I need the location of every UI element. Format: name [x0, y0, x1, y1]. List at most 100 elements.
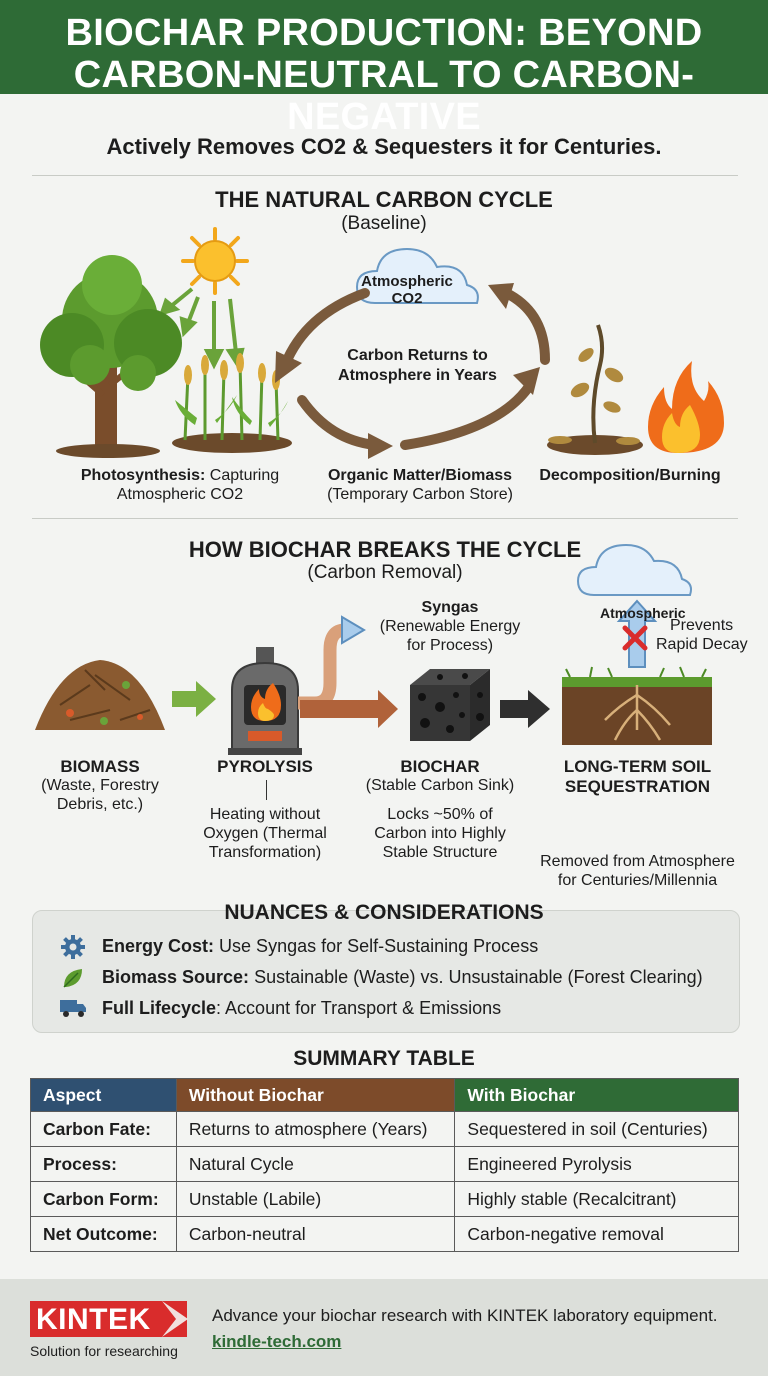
- nuance-bold: Full Lifecycle: [102, 998, 217, 1018]
- biomass-pile-icon: [35, 660, 165, 730]
- table-cell: Carbon Form:: [30, 1181, 177, 1217]
- table-cell: Natural Cycle: [175, 1146, 456, 1182]
- sun-icon: [181, 227, 249, 295]
- removed-line1: Removed from Atmosphere: [540, 853, 735, 870]
- syngas-arrow: [298, 615, 366, 710]
- soil-line2: SEQUESTRATION: [564, 777, 711, 796]
- summary-table: Aspect Without Biochar With Biochar Carb…: [30, 1078, 739, 1252]
- biochar-cycle-subtitle: (Carbon Removal): [307, 562, 463, 583]
- biochar-description: Locks ~50% of Carbon into Highly Stable …: [360, 805, 520, 862]
- soil-sequestration-label: LONG-TERM SOIL SEQUESTRATION: [545, 757, 730, 797]
- logo-text: KINTEK: [36, 1303, 151, 1336]
- cloud-label-line1: Atmospheric: [361, 273, 453, 290]
- orange-arrow: [300, 690, 398, 728]
- page-title-line2: CARBON-NEUTRAL TO CARBON-NEGATIVE: [73, 54, 695, 138]
- kintek-logo: [30, 1301, 187, 1337]
- truck-icon: [60, 1000, 86, 1017]
- biochar-cube-icon: [410, 669, 490, 741]
- syngas-label: Syngas (Renewable Energy for Process): [370, 598, 530, 655]
- logo-chevron-icon: [162, 1301, 188, 1337]
- natural-cycle-illustration: [40, 227, 724, 459]
- nuance-text: : Account for Transport & Emissions: [216, 998, 502, 1018]
- gear-icon: [61, 935, 85, 959]
- divider: [32, 175, 738, 176]
- cycle-arrows: [280, 288, 550, 450]
- biomass-line2: Debris, etc.): [56, 796, 144, 813]
- prevents-line1: Prevents: [670, 617, 734, 634]
- removed-label: Removed from Atmosphere for Centuries/Mi…: [530, 852, 745, 890]
- cycle-center-line1: Carbon Returns to: [347, 347, 488, 364]
- nuance-item-biomass: Biomass Source: Sustainable (Waste) vs. …: [102, 966, 703, 988]
- pyrolysis-furnace-icon: [228, 647, 302, 755]
- soil-line1: LONG-TERM SOIL: [563, 757, 712, 776]
- syngas-line2: for Process): [406, 637, 494, 654]
- nuance-item-lifecycle: Full Lifecycle: Account for Transport & …: [102, 997, 501, 1019]
- nuances-title: NUANCES & CONSIDERATIONS: [224, 901, 544, 924]
- syngas-line1: (Renewable Energy: [379, 618, 521, 635]
- nuance-text: Sustainable (Waste) vs. Unsustainable (F…: [254, 967, 703, 987]
- biomass-title: BIOMASS: [60, 757, 140, 776]
- table-row: Carbon Fate: Returns to atmosphere (Year…: [30, 1111, 739, 1147]
- green-arrow: [172, 681, 216, 717]
- table-cell: Returns to atmosphere (Years): [175, 1111, 456, 1147]
- pyrolysis-line3: Transformation): [208, 844, 322, 861]
- dark-arrow: [500, 690, 550, 728]
- pyrolysis-line2: Oxygen (Thermal: [203, 825, 327, 842]
- footer-link[interactable]: kindle-tech.com: [212, 1332, 342, 1351]
- leaf-icon: [63, 969, 82, 988]
- photosynthesis-rest: Capturing: [209, 467, 280, 484]
- table-header-with: With Biochar: [454, 1078, 739, 1112]
- nuances-panel: [32, 910, 740, 1033]
- table-row: Net Outcome: Carbon-neutral Carbon-negat…: [30, 1216, 739, 1252]
- pyrolysis-line1: Heating without: [209, 806, 321, 823]
- red-x-icon: [622, 625, 648, 651]
- logo-tagline: Solution for researching: [30, 1343, 178, 1359]
- biomass-label: BIOMASS (Waste, Forestry Debris, etc.): [30, 757, 170, 814]
- atmospheric-cloud-label: Atmospheric: [600, 605, 686, 621]
- nuance-bold: Biomass Source:: [102, 967, 250, 987]
- nuance-text: Use Syngas for Self-Sustaining Process: [219, 936, 539, 956]
- pyrolysis-title: PYROLYSIS: [217, 757, 313, 776]
- table-cell: Sequestered in soil (Centuries): [454, 1111, 739, 1147]
- organic-matter-label: Organic Matter/Biomass (Temporary Carbon…: [305, 466, 535, 504]
- decomposition-label: Decomposition/Burning: [539, 467, 721, 484]
- cloud-label-line2: CO2: [391, 290, 423, 307]
- photosynthesis-label: Photosynthesis: Capturing Atmospheric CO…: [60, 466, 300, 504]
- organic-matter-line2: (Temporary Carbon Store): [327, 486, 513, 503]
- table-cell: Process:: [30, 1146, 177, 1182]
- decomposing-plant-icon: [547, 324, 643, 455]
- cloud-icon: [576, 543, 692, 596]
- table-cell: Highly stable (Recalcitrant): [454, 1181, 739, 1217]
- soil-cross-section-icon: [562, 666, 712, 745]
- table-header-row: Aspect Without Biochar With Biochar: [30, 1078, 739, 1112]
- page-title: BIOCHAR PRODUCTION: BEYOND CARBON-NEUTRA…: [0, 12, 768, 138]
- table-cell: Unstable (Labile): [175, 1181, 456, 1217]
- pyrolysis-description: Heating without Oxygen (Thermal Transfor…: [190, 805, 340, 862]
- nuance-bold: Energy Cost:: [102, 936, 215, 956]
- divider: [32, 518, 738, 519]
- prevents-line2: Rapid Decay: [656, 636, 748, 653]
- cloud-icon: [355, 247, 479, 304]
- connector-line: [266, 780, 267, 800]
- biochar-line1: Locks ~50% of: [387, 806, 493, 823]
- nuance-item-energy: Energy Cost: Use Syngas for Self-Sustain…: [102, 935, 538, 957]
- table-cell: Carbon Fate:: [30, 1111, 177, 1147]
- table-cell: Carbon-negative removal: [454, 1216, 739, 1252]
- removed-line2: for Centuries/Millennia: [557, 872, 718, 889]
- cloud-label: Atmospheric CO2: [353, 273, 461, 307]
- photosynthesis-bold: Photosynthesis:: [80, 467, 206, 484]
- biochar-title: BIOCHAR: [400, 757, 480, 776]
- biochar-label: BIOCHAR (Stable Carbon Sink): [360, 757, 520, 795]
- prevents-decay-label: Prevents Rapid Decay: [656, 616, 766, 654]
- syngas-title: Syngas: [421, 599, 479, 616]
- page-title-line1: BIOCHAR PRODUCTION: BEYOND: [65, 12, 703, 54]
- header-banner: [0, 0, 768, 94]
- cycle-center-label: Carbon Returns to Atmosphere in Years: [300, 346, 535, 386]
- footer-message: Advance your biochar research with KINTE…: [212, 1306, 718, 1325]
- biochar-line2: Carbon into Highly: [374, 825, 506, 842]
- biochar-line3: Stable Structure: [382, 844, 498, 861]
- table-cell: Carbon-neutral: [175, 1216, 456, 1252]
- cycle-center-line2: Atmosphere in Years: [338, 367, 497, 384]
- biomass-line1: (Waste, Forestry: [41, 777, 159, 794]
- table-header-without: Without Biochar: [175, 1078, 456, 1112]
